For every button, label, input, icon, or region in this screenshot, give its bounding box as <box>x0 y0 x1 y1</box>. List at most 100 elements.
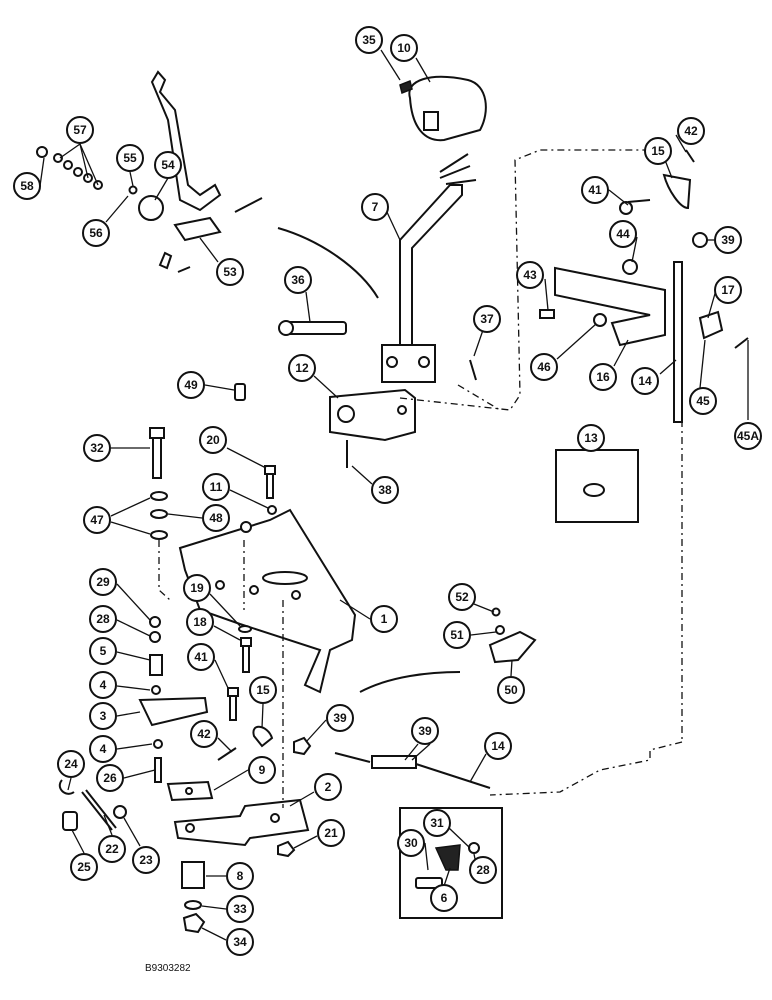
callout-label: 38 <box>378 483 392 497</box>
callout-circle <box>82 219 110 247</box>
callout-circle <box>13 172 41 200</box>
callout-circle <box>355 26 383 54</box>
callout-label: 15 <box>256 683 270 697</box>
callout-7: 7 <box>361 193 389 221</box>
callout-label: 5 <box>100 644 107 658</box>
callout-circle <box>202 473 230 501</box>
callout-label: 31 <box>430 816 444 830</box>
callout-label: 30 <box>404 836 418 850</box>
callout-57: 57 <box>66 116 94 144</box>
callout-circle <box>89 637 117 665</box>
callout-circle <box>714 276 742 304</box>
callout-circle <box>288 354 316 382</box>
callout-label: 15 <box>651 144 665 158</box>
callout-50: 50 <box>497 676 525 704</box>
callout-label: 47 <box>90 513 104 527</box>
callout-circle <box>497 676 525 704</box>
callout-30: 30 <box>397 829 425 857</box>
callout-14: 14 <box>631 367 659 395</box>
callout-circle <box>448 583 476 611</box>
callout-circle <box>361 193 389 221</box>
callout-58: 58 <box>13 172 41 200</box>
callout-4: 4 <box>89 671 117 699</box>
callout-label: 16 <box>596 370 610 384</box>
callout-label: 18 <box>193 615 207 629</box>
callout-circle <box>390 34 418 62</box>
callout-label: 20 <box>206 433 220 447</box>
shift-lever <box>381 153 477 383</box>
callout-circle <box>370 605 398 633</box>
callout-9: 9 <box>248 756 276 784</box>
callout-38: 38 <box>371 476 399 504</box>
callout-29: 29 <box>89 568 117 596</box>
callout-circle <box>249 676 277 704</box>
callout-label: 42 <box>197 727 211 741</box>
callout-circle <box>226 895 254 923</box>
callout-label: 21 <box>324 826 338 840</box>
callout-circle <box>116 144 144 172</box>
callout-42: 42 <box>190 720 218 748</box>
callout-21: 21 <box>317 819 345 847</box>
callout-label: 24 <box>64 757 78 771</box>
callout-label: 11 <box>210 480 223 494</box>
callout-label: 14 <box>638 374 652 388</box>
callout-circle <box>317 819 345 847</box>
callout-circle <box>83 434 111 462</box>
callout-42: 42 <box>677 117 705 145</box>
callout-label: 26 <box>103 771 117 785</box>
callout-circle <box>411 717 439 745</box>
callout-label: 34 <box>233 935 247 949</box>
callout-label: 45 <box>696 394 710 408</box>
callout-circle <box>469 856 497 884</box>
callout-circle <box>443 621 471 649</box>
callout-label: 28 <box>476 863 490 877</box>
callout-circle <box>734 422 762 450</box>
callout-18: 18 <box>186 608 214 636</box>
callout-51: 51 <box>443 621 471 649</box>
callout-label: 35 <box>362 33 376 47</box>
callout-3: 3 <box>89 702 117 730</box>
callout-2: 2 <box>314 773 342 801</box>
callout-55: 55 <box>116 144 144 172</box>
callout-circle <box>70 853 98 881</box>
pivot-block <box>329 388 416 442</box>
callout-39: 39 <box>411 717 439 745</box>
callout-circle <box>183 574 211 602</box>
callout-34: 34 <box>226 928 254 956</box>
callout-label: 51 <box>450 628 464 642</box>
callout-16: 16 <box>589 363 617 391</box>
callout-label: 9 <box>259 763 266 777</box>
callout-label: 4 <box>100 678 107 692</box>
callout-17: 17 <box>714 276 742 304</box>
callout-label: 53 <box>223 265 237 279</box>
inset-box-13 <box>555 449 639 523</box>
callout-6: 6 <box>430 884 458 912</box>
callout-35: 35 <box>355 26 383 54</box>
callout-circle <box>581 176 609 204</box>
callout-45: 45 <box>689 387 717 415</box>
callout-circle <box>89 671 117 699</box>
callout-circle <box>631 367 659 395</box>
callout-32: 32 <box>83 434 111 462</box>
callout-circle <box>609 220 637 248</box>
callout-circle <box>216 258 244 286</box>
callout-circle <box>284 266 312 294</box>
callout-circle <box>89 702 117 730</box>
callout-label: 29 <box>96 575 110 589</box>
callout-28: 28 <box>89 605 117 633</box>
callout-20: 20 <box>199 426 227 454</box>
callout-circle <box>577 424 605 452</box>
callout-label: 8 <box>237 869 244 883</box>
callout-circle <box>397 829 425 857</box>
callout-label: 41 <box>194 650 208 664</box>
bolt-32 <box>149 427 165 479</box>
callout-label: 13 <box>584 431 598 445</box>
callout-circle <box>199 426 227 454</box>
callout-circle <box>314 773 342 801</box>
callout-15: 15 <box>644 137 672 165</box>
callout-12: 12 <box>288 354 316 382</box>
callout-22: 22 <box>98 835 126 863</box>
callout-37: 37 <box>473 305 501 333</box>
